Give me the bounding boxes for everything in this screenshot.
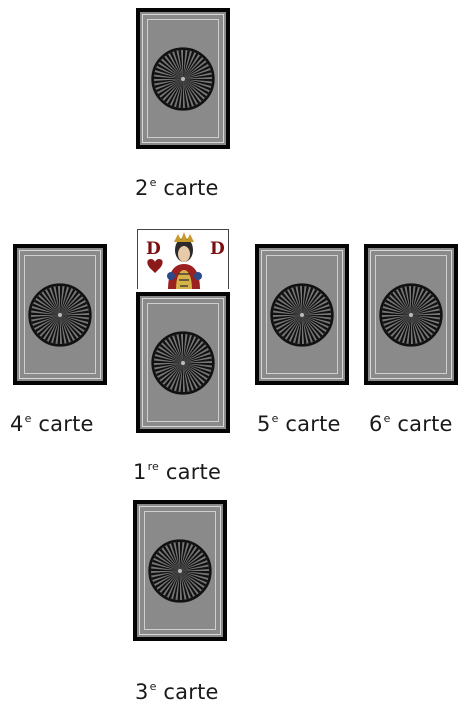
- card-back-1: [136, 292, 230, 433]
- queen-rank-right: D: [210, 239, 225, 259]
- card-label-3: 3e carte: [135, 680, 219, 704]
- card-label-2: 2e carte: [135, 176, 219, 200]
- card-label-6: 6e carte: [369, 412, 453, 436]
- card-back-6: [364, 244, 458, 385]
- queen-rank-left: D: [146, 239, 161, 259]
- rosette-icon: [151, 330, 215, 395]
- rosette-icon: [148, 538, 212, 603]
- card-back-5: [255, 244, 349, 385]
- card-label-4: 4e carte: [10, 412, 94, 436]
- card-back-4: [13, 244, 107, 385]
- rosette-icon: [28, 282, 92, 347]
- rosette-icon: [151, 46, 215, 111]
- heart-icon: [147, 259, 163, 273]
- rosette-icon: [270, 282, 334, 347]
- card-back-2: [136, 8, 230, 149]
- card-label-1: 1re carte: [133, 460, 222, 484]
- rosette-icon: [379, 282, 443, 347]
- card-back-3: [133, 500, 227, 641]
- queen-of-hearts-icon: D D: [137, 229, 229, 289]
- card-label-5: 5e carte: [257, 412, 341, 436]
